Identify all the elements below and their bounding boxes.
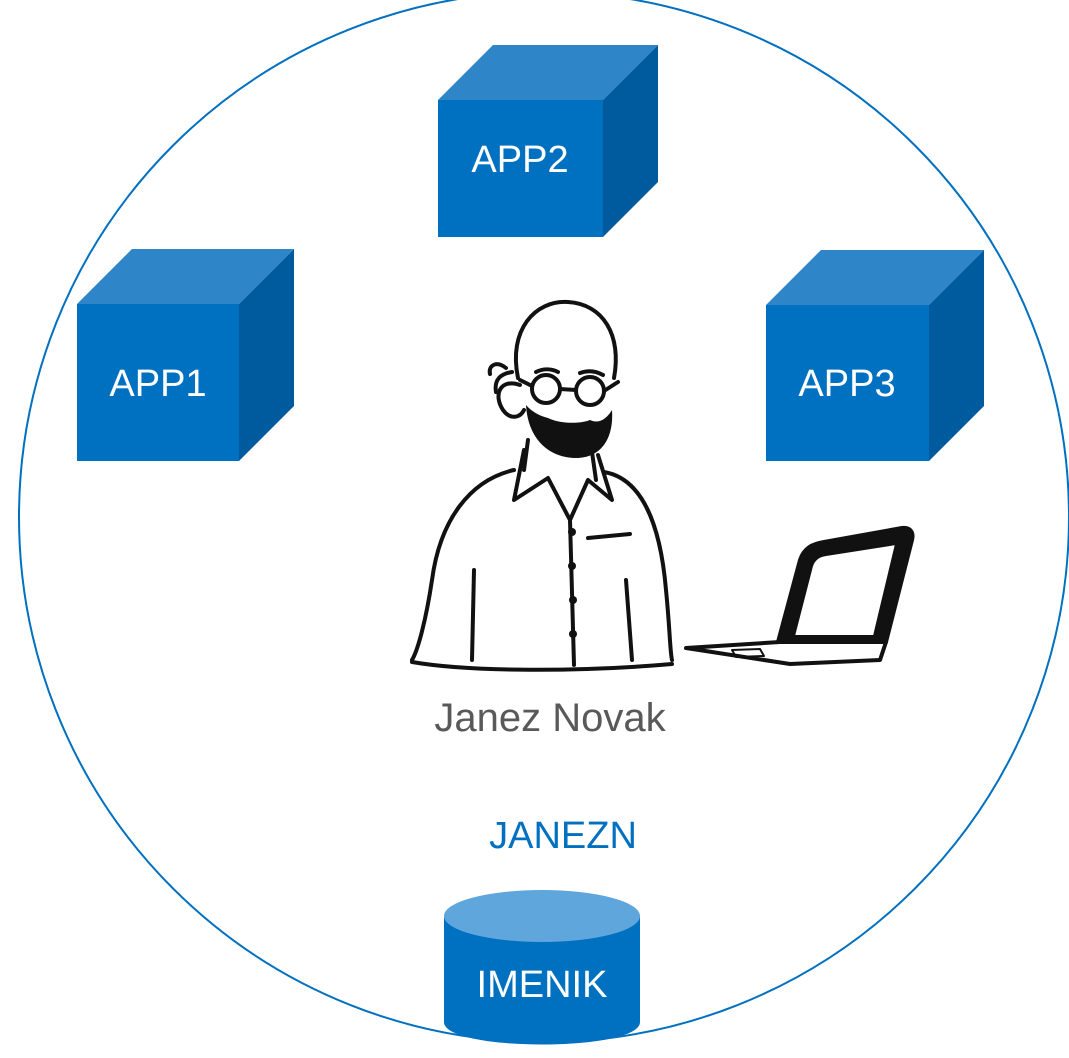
imenik-label: IMENIK	[477, 964, 608, 1006]
app3-box-top	[766, 250, 984, 305]
person-name: Janez Novak	[434, 696, 666, 740]
database-top	[444, 890, 640, 942]
app1-box-top	[77, 249, 294, 304]
app3-box-side	[929, 250, 984, 461]
beard-shape	[526, 405, 613, 458]
app2-box-top	[438, 45, 658, 100]
app3-label: APP3	[798, 363, 895, 405]
app1-box-front	[77, 304, 239, 461]
app2-box[interactable]: APP2	[438, 45, 658, 237]
laptop-icon	[684, 525, 915, 666]
app3-box[interactable]: APP3	[766, 250, 984, 461]
shirt-buttons	[568, 528, 577, 638]
app1-box[interactable]: APP1	[77, 249, 294, 461]
person-sketch-icon	[410, 299, 674, 672]
app2-label: APP2	[471, 139, 568, 181]
database-cylinder-icon[interactable]: IMENIK	[444, 890, 640, 1045]
app3-box-front	[766, 305, 929, 461]
app2-box-front	[438, 100, 603, 237]
app1-box-side	[239, 249, 294, 461]
app1-label: APP1	[109, 363, 206, 405]
database-body	[444, 916, 640, 1045]
account-name: JANEZN	[489, 815, 637, 857]
app2-box-side	[603, 45, 658, 237]
